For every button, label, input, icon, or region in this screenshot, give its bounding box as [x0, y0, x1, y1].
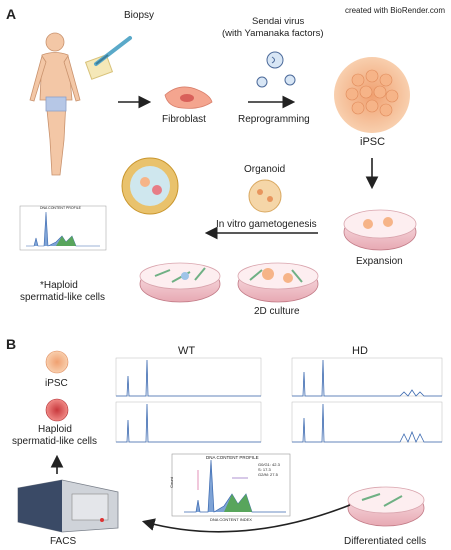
- arrow-to-facs: [141, 504, 351, 533]
- hd-label: HD: [352, 345, 368, 357]
- haploid-label-line2: spermatid-like cells: [20, 292, 106, 303]
- culture-dish-right-icon: [237, 262, 319, 303]
- profile-stat-g0g1: G0/G1: 42.3: [258, 462, 280, 467]
- wt-label: WT: [178, 345, 196, 357]
- hd-plot-bottom: [291, 401, 443, 443]
- fibroblast-cell-icon: [164, 86, 213, 109]
- reprogramming-label: Reprogramming: [238, 114, 310, 125]
- mini-profile-title: DNA CONTENT PROFILE: [40, 206, 81, 210]
- hd-plot-top: [291, 357, 443, 397]
- panel-b-letter: B: [6, 336, 17, 352]
- ipsc-colony-icon: [334, 57, 410, 133]
- sendai-virus-icon: [256, 51, 296, 88]
- ipsc-cell-icon: [45, 350, 69, 374]
- profile-stat-g2m: G2/M: 27.5: [258, 472, 278, 477]
- biopsy-label: Biopsy: [124, 10, 155, 21]
- differentiated-label: Differentiated cells: [344, 536, 427, 547]
- gametogenesis-label: In vitro gametogenesis: [216, 219, 317, 230]
- biopsy-tool-icon: [84, 36, 132, 80]
- virus-label-line2: (with Yamanaka factors): [222, 28, 324, 39]
- culture-dish-left-icon: [139, 262, 221, 303]
- culture-2d-label: 2D culture: [254, 306, 300, 317]
- profile-stat-s: S: 17.3: [258, 467, 271, 472]
- profile-ylabel: Count: [168, 477, 174, 488]
- human-body-icon: [29, 32, 81, 176]
- profile-title: DNA CONTENT PROFILE: [206, 455, 259, 460]
- organoid-label: Organoid: [244, 164, 286, 175]
- b-haploid-line2: spermatid-like cells: [12, 436, 98, 447]
- expansion-label: Expansion: [356, 256, 403, 267]
- wt-plot-top: [115, 357, 262, 397]
- fibroblast-label: Fibroblast: [162, 114, 206, 125]
- virus-label-line1: Sendai virus: [252, 16, 305, 27]
- b-haploid-line1: Haploid: [38, 424, 72, 435]
- dna-profile-chart: [171, 453, 291, 517]
- facs-machine-icon: [17, 479, 119, 533]
- ipsc-label: iPSC: [360, 136, 386, 148]
- b-ipsc-label: iPSC: [45, 378, 68, 389]
- credit-text: created with BioRender.com: [344, 6, 445, 15]
- haploid-cell-icon: [45, 398, 69, 422]
- mini-dna-profile: [19, 205, 107, 251]
- organoid-icon: [248, 179, 282, 213]
- organoid-sphere-icon: [121, 157, 179, 215]
- panel-a-letter: A: [6, 6, 17, 22]
- profile-xlabel: DNA CONTENT INDEX: [210, 517, 252, 522]
- wt-plot-bottom: [115, 401, 262, 443]
- facs-label: FACS: [50, 536, 77, 547]
- differentiated-dish-icon: [347, 486, 425, 527]
- haploid-label-line1: *Haploid: [40, 280, 78, 291]
- expansion-dish-icon: [343, 209, 417, 251]
